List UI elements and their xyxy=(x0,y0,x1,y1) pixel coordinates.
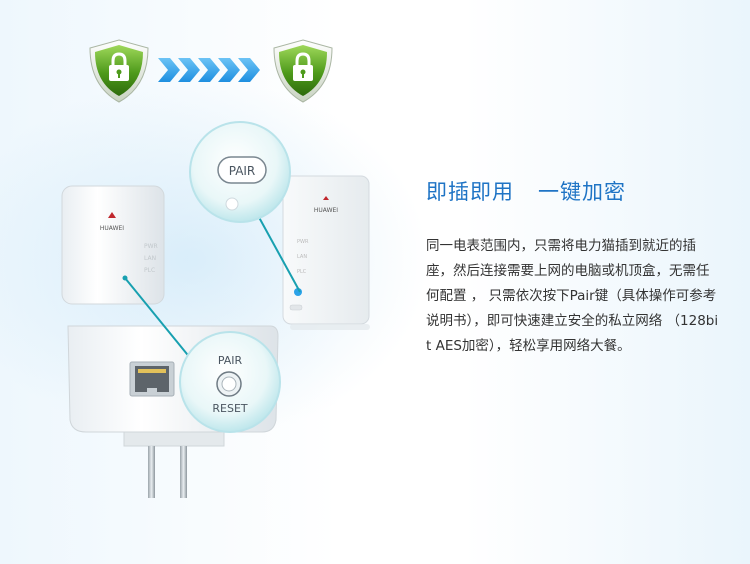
led-label: PWR xyxy=(297,239,309,245)
lock-shield-icon xyxy=(89,39,149,103)
pair-label: PAIR xyxy=(218,354,243,367)
led-label: PLC xyxy=(297,269,307,275)
pair-reset-callout-bubble: PAIR RESET xyxy=(179,331,281,433)
section-heading: 即插即用一键加密 xyxy=(426,176,626,206)
brand-label: HUAWEI xyxy=(100,225,124,232)
led-label: LAN xyxy=(297,254,307,260)
brand-label: HUAWEI xyxy=(314,207,338,214)
double-chevron-arrows-icon xyxy=(158,58,260,82)
pair-callout-bubble: PAIR xyxy=(189,121,291,223)
led-label: LAN xyxy=(144,255,156,262)
powerline-adapter-left: HUAWEI PWR LAN PLC xyxy=(61,185,165,305)
description-text: 同一电表范围内，只需将电力猫插到就近的插座，然后连接需要上网的电脑或机顶盒，无需… xyxy=(426,238,719,354)
led-label: PWR xyxy=(144,243,158,250)
heading-plug-and-play: 即插即用 xyxy=(426,180,514,204)
heading-one-key-encryption: 一键加密 xyxy=(538,180,626,204)
lock-shield-icon xyxy=(273,39,333,103)
powerline-adapter-right: HUAWEI PWR LAN PLC xyxy=(282,175,370,330)
ethernet-port-icon xyxy=(129,361,175,397)
led-label: PLC xyxy=(144,267,155,274)
callout-line xyxy=(254,209,301,293)
pair-button-label: PAIR xyxy=(229,164,256,178)
reset-label: RESET xyxy=(212,402,248,415)
